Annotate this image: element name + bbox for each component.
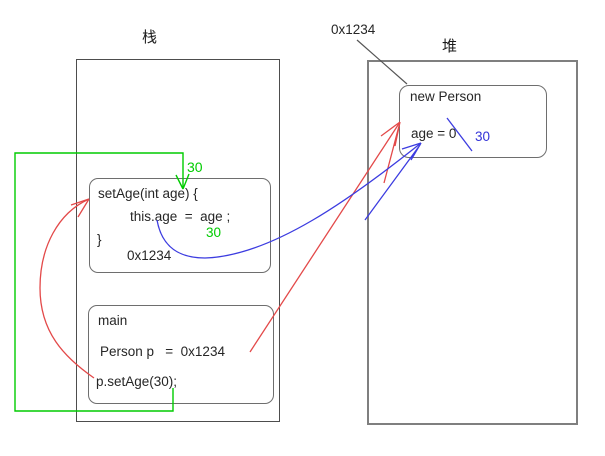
heap-address-label: 0x1234 [331,22,376,37]
main-call: p.setAge(30); [96,374,178,389]
heap-object-title: new Person [410,89,482,104]
setage-this-address: 0x1234 [127,248,172,263]
setage-signature: setAge(int age) { [98,186,198,201]
stack-label: 栈 [142,29,158,46]
heap-label: 堆 [442,38,458,55]
setage-body: this.age = age ; [130,209,231,224]
main-declaration: Person p = 0x1234 [100,344,225,359]
main-title: main [98,313,128,328]
main-frame-box: main Person p = 0x1234 p.setAge(30); [88,305,274,404]
heap-object-box: new Person age = 0 30 [399,85,547,158]
setage-close-brace: } [97,232,102,247]
setage-assigned-value: 30 [206,225,222,240]
argument-value-label: 30 [187,159,203,175]
heap-object-new-value: 30 [475,129,491,144]
setage-frame-box: setAge(int age) { this.age = age ; 30 } … [89,178,271,273]
heap-object-field: age = 0 [411,126,457,141]
